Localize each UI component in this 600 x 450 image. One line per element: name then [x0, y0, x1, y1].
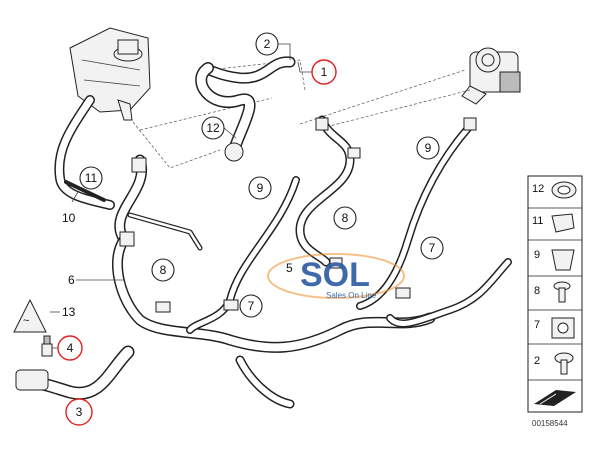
clips [119, 117, 477, 313]
callout-12: 12 [201, 116, 225, 140]
callout-8-left-label: 8 [160, 263, 167, 277]
legend-num-12: 12 [532, 183, 544, 195]
callout-2: 2 [255, 32, 279, 56]
callout-8-center-label: 8 [342, 211, 349, 225]
screw-icon [554, 352, 574, 375]
hose-clamp-icon [551, 181, 577, 199]
callout-9-left-label: 9 [257, 181, 264, 195]
sol-logo: SOL Sales On Line [267, 253, 405, 300]
callout-7-right-label: 7 [429, 241, 436, 255]
callout-7-left: 7 [239, 294, 263, 318]
clip-icon [551, 249, 575, 271]
label-6: 6 [68, 273, 75, 287]
callout-12-label: 12 [206, 121, 220, 135]
direction-arrow-icon [534, 390, 576, 406]
hose-8 [295, 115, 355, 267]
callout-9-right-label: 9 [425, 141, 432, 155]
assembly-lines [132, 59, 471, 169]
callout-9-left: 9 [248, 176, 272, 200]
hose-2 [202, 56, 296, 84]
water-pump [461, 47, 521, 105]
callout-1-label: 1 [321, 65, 328, 79]
label-5: 5 [286, 261, 293, 275]
callout-11-label: 11 [85, 171, 98, 185]
callout-leaders [50, 43, 312, 349]
legend-num-9: 9 [534, 249, 540, 261]
legend-num-2: 2 [534, 355, 540, 367]
callout-8-center: 8 [333, 206, 357, 230]
callout-2-label: 2 [264, 37, 271, 51]
hose-3 [15, 345, 135, 400]
hose-7-bottom [235, 355, 295, 409]
hose-9-left [186, 176, 300, 334]
bleed-screw-part [41, 335, 53, 357]
callout-4: 4 [57, 335, 83, 361]
warning-label: ~ [13, 298, 47, 333]
callout-3: 3 [65, 398, 93, 426]
legend-num-8: 8 [534, 285, 540, 297]
hose-12 [195, 62, 256, 162]
callout-1: 1 [311, 59, 337, 85]
hose-7-right [386, 258, 512, 328]
callout-3-label: 3 [76, 405, 83, 419]
expansion-tank [69, 27, 151, 121]
cable-tie-icon [551, 213, 575, 233]
label-10: 10 [62, 211, 76, 225]
legend-panel: 12 11 9 8 7 2 [527, 175, 583, 413]
bracket-clip-icon [551, 317, 575, 339]
rivet-icon [553, 281, 571, 303]
document-id: 00158544 [532, 419, 568, 428]
label-13: 13 [62, 305, 76, 319]
callout-7-right: 7 [420, 236, 444, 260]
logo-subtitle: Sales On Line [326, 291, 377, 300]
hose-6 [112, 234, 436, 353]
svg-text:~: ~ [23, 315, 29, 327]
callout-8-left: 8 [151, 258, 175, 282]
legend-num-7: 7 [534, 319, 540, 331]
legend-num-11: 11 [532, 215, 543, 227]
hose-10 [54, 95, 115, 210]
callout-11: 11 [79, 166, 103, 190]
logo-text: SOL [300, 256, 370, 294]
hose-9-right [356, 122, 474, 310]
callout-9-right: 9 [416, 136, 440, 160]
callout-4-label: 4 [67, 341, 74, 355]
callout-7-left-label: 7 [248, 299, 255, 313]
